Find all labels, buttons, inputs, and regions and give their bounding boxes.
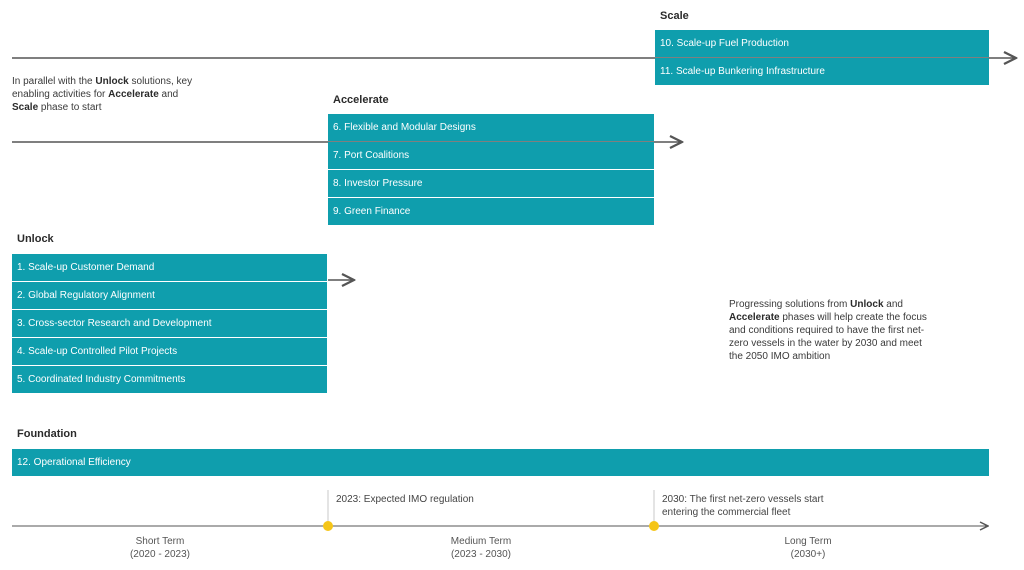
scale-item-11: 11. Scale-up Bunkering Infrastructure — [655, 58, 989, 85]
scale-heading: Scale — [660, 10, 689, 22]
foundation-heading: Foundation — [17, 428, 77, 440]
period-long-term: Long Term (2030+) — [748, 535, 868, 561]
unlock-item-2: 2. Global Regulatory Alignment — [12, 282, 327, 309]
progress-note: Progressing solutions from Unlock and Ac… — [729, 299, 927, 362]
period-long-term-range: (2030+) — [790, 549, 826, 560]
period-short-term-range: (2020 - 2023) — [129, 549, 191, 560]
unlock-heading: Unlock — [17, 233, 54, 245]
unlock-item-3: 3. Cross-sector Research and Development — [12, 310, 327, 337]
accelerate-item-6: 6. Flexible and Modular Designs — [328, 114, 654, 141]
milestone-2030-dot — [649, 521, 659, 531]
accelerate-heading: Accelerate — [333, 94, 389, 106]
period-medium-term-name: Medium Term — [450, 536, 512, 547]
event-2030: 2030: The first net-zero vessels start e… — [662, 494, 824, 518]
period-long-term-name: Long Term — [784, 536, 832, 547]
parallel-note: In parallel with the Unlock solutions, k… — [12, 76, 193, 113]
event-2023: 2023: Expected IMO regulation — [336, 494, 474, 505]
accelerate-item-7: 7. Port Coalitions — [328, 142, 654, 169]
accelerate-item-8: 8. Investor Pressure — [328, 170, 654, 197]
period-short-term-name: Short Term — [135, 536, 185, 547]
foundation-item-12: 12. Operational Efficiency — [12, 449, 989, 476]
scale-item-10: 10. Scale-up Fuel Production — [655, 30, 989, 57]
accelerate-item-9: 9. Green Finance — [328, 198, 654, 225]
unlock-item-4: 4. Scale-up Controlled Pilot Projects — [12, 338, 327, 365]
period-medium-term-range: (2023 - 2030) — [450, 549, 512, 560]
period-medium-term: Medium Term (2023 - 2030) — [421, 535, 541, 561]
unlock-item-5: 5. Coordinated Industry Commitments — [12, 366, 327, 393]
unlock-item-1: 1. Scale-up Customer Demand — [12, 254, 327, 281]
milestone-2023-dot — [323, 521, 333, 531]
period-short-term: Short Term (2020 - 2023) — [100, 535, 220, 561]
